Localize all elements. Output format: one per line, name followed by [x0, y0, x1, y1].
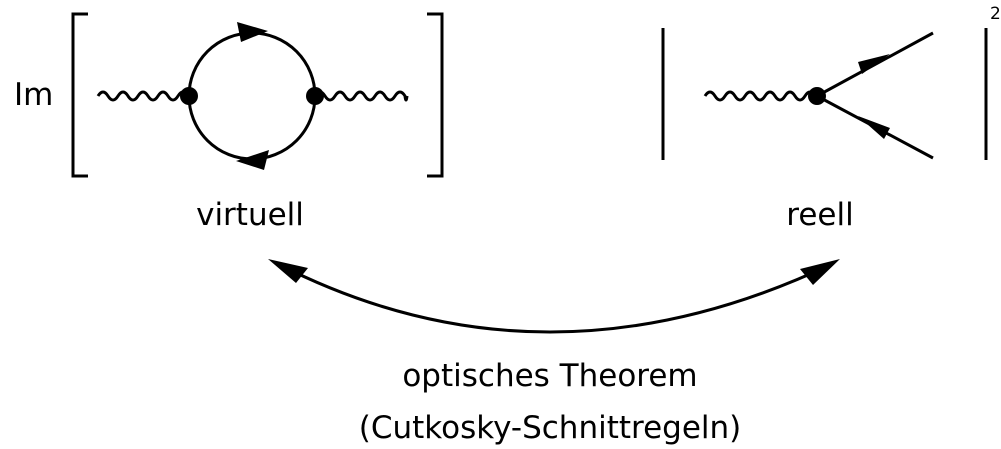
virtual-caption: virtuell — [196, 197, 304, 233]
photon-wave-path — [703, 90, 819, 102]
cutkosky-label: (Cutkosky-Schnittregeln) — [358, 410, 742, 446]
im-prefix: Im — [14, 77, 54, 113]
loop-bottom-arrow — [236, 150, 269, 170]
left-vertex-dot — [180, 87, 198, 105]
decay-vertex-dot — [808, 87, 826, 105]
optical-theorem-label: optisches Theorem — [402, 358, 698, 394]
left-outgoing-photon — [313, 90, 409, 102]
photon-wave-path — [313, 90, 409, 102]
loop-top-arrow — [237, 22, 268, 42]
lower-fermion-arrow — [858, 116, 890, 139]
right-vertex-dot — [306, 87, 324, 105]
upper-fermion-arrow — [858, 54, 890, 74]
arrowhead-right — [800, 259, 840, 285]
left-square-bracket — [71, 12, 88, 178]
arrowhead-left — [268, 259, 308, 283]
fermion-loop — [187, 31, 317, 161]
optical-theorem-arrow — [277, 262, 833, 334]
right-square-bracket — [427, 12, 444, 178]
real-caption: reell — [786, 197, 854, 233]
photon-wave-path — [96, 90, 191, 102]
decay-photon — [703, 90, 819, 102]
left-incoming-photon — [96, 90, 191, 102]
squared-exponent: 2 — [990, 4, 1001, 24]
